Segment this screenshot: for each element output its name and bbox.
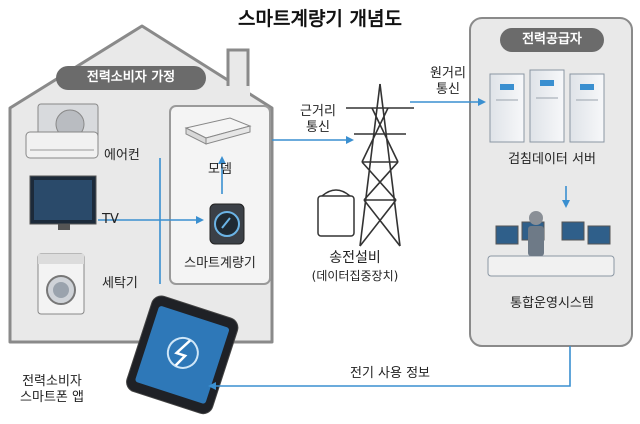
control-room-icon — [487, 211, 615, 277]
smart-meter-icon — [209, 203, 245, 245]
supplier-title: 전력공급자 — [500, 28, 604, 52]
feedback-label: 전기 사용 정보 — [349, 366, 431, 381]
long-range-label-1: 원거리 — [430, 66, 466, 81]
household-title: 전력소비자 가정 — [56, 66, 206, 90]
tv-icon — [29, 175, 97, 230]
appliance-label-tv: TV — [102, 212, 119, 227]
diagram-title: 스마트계량기 개념도 — [238, 8, 402, 30]
consumer-app-label-1: 전력소비자 — [22, 374, 82, 389]
short-range-label-1: 근거리 — [300, 104, 336, 119]
transmission-label: 송전설비 — [329, 250, 381, 266]
server-icon — [489, 69, 605, 143]
long-range-label-2: 통신 — [436, 82, 460, 97]
short-range-label-2: 통신 — [306, 120, 330, 135]
air-conditioner-icon — [25, 103, 99, 159]
smart-meter-label: 스마트계량기 — [184, 256, 256, 271]
data-concentrator-icon — [317, 189, 355, 237]
modem-icon — [184, 117, 252, 145]
feedback-arrow — [208, 346, 571, 390]
modem-label: 모뎀 — [208, 162, 232, 177]
transmission-tower-icon — [346, 83, 414, 247]
consumer-app-label-2: 스마트폰 앱 — [20, 390, 84, 405]
appliance-label-washer: 세탁기 — [102, 276, 138, 291]
appliance-label-aircon: 에어컨 — [104, 148, 140, 163]
operations-label: 통합운영시스템 — [510, 296, 594, 311]
meter-box — [169, 105, 271, 285]
transmission-sublabel: (데이터집중장치) — [311, 269, 399, 283]
server-label: 검침데이터 서버 — [508, 152, 596, 167]
washing-machine-icon — [37, 253, 85, 315]
appliance-arrows — [98, 158, 204, 284]
